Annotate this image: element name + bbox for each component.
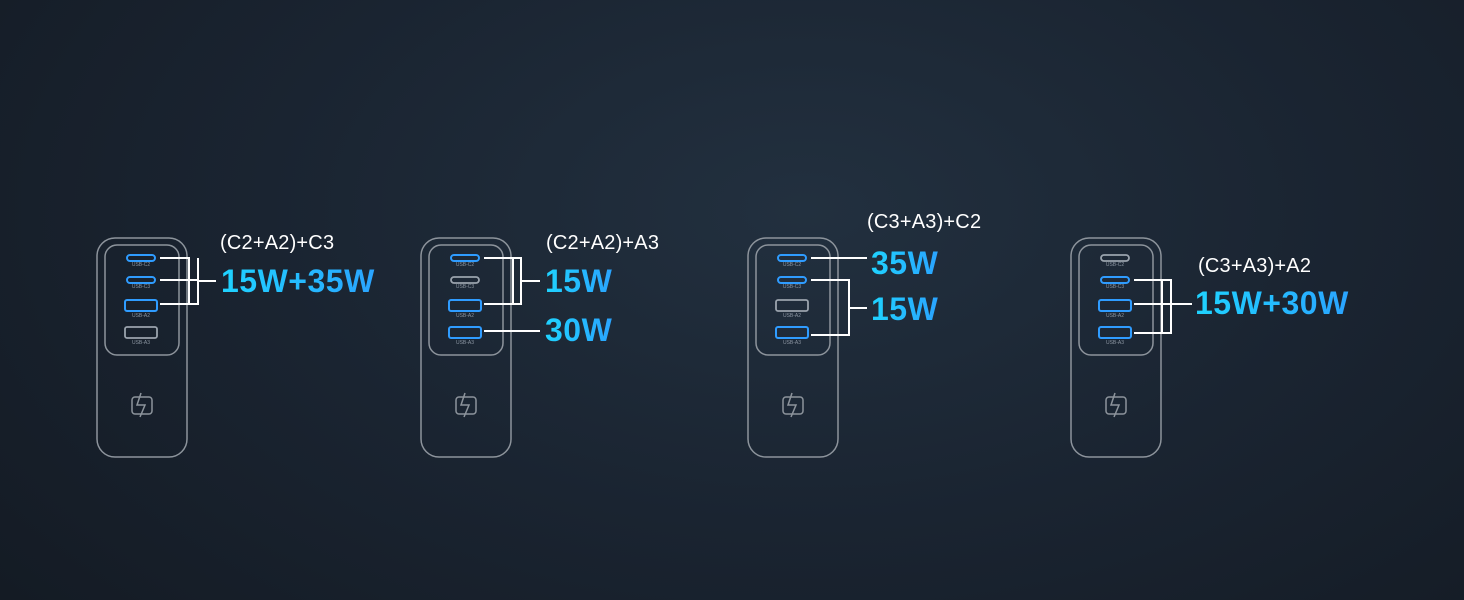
charger-1-diagram <box>96 237 216 458</box>
port-panel <box>428 244 504 356</box>
usb-c2-port <box>126 254 156 262</box>
wattage-label-top: 35W <box>871 245 939 281</box>
wattage-label-bottom: 15W <box>871 291 939 327</box>
usb-a3-port <box>1098 326 1132 339</box>
port-label-a2: USB-A2 <box>1105 313 1125 319</box>
connector-bracket-inner <box>1134 279 1163 334</box>
port-label-a3: USB-A3 <box>1105 340 1125 346</box>
usb-c3-port <box>777 276 807 284</box>
usb-c2-port <box>450 254 480 262</box>
charger-outline <box>420 237 512 458</box>
usb-c3-port <box>126 276 156 284</box>
usb-c2-port <box>1100 254 1130 262</box>
port-label-c2: USB-C2 <box>1105 262 1125 268</box>
usb-a2-port <box>448 299 482 312</box>
port-panel <box>1078 244 1154 356</box>
power-icon <box>455 392 477 418</box>
usb-a2-port <box>124 299 158 312</box>
usb-c2-port <box>777 254 807 262</box>
combo-label: (C2+A2)+C3 <box>220 232 335 254</box>
combo-label: (C3+A3)+C2 <box>867 211 982 233</box>
usb-a2-port <box>775 299 809 312</box>
connector-bracket-outer <box>1134 279 1172 334</box>
power-icon <box>131 392 153 418</box>
port-label-a3: USB-A3 <box>782 340 802 346</box>
wattage-label-top: 15W <box>545 263 613 299</box>
port-label-c3: USB-C3 <box>782 284 802 290</box>
usb-c3-port <box>450 276 480 284</box>
wattage-label: 15W+35W <box>221 263 375 299</box>
wattage-label: 15W+30W <box>1195 285 1349 321</box>
port-label-a2: USB-A2 <box>131 313 151 319</box>
usb-a3-port <box>448 326 482 339</box>
port-label-a2: USB-A2 <box>782 313 802 319</box>
connector-bracket-outer <box>160 258 199 305</box>
port-label-c2: USB-C2 <box>782 262 802 268</box>
port-label-c2: USB-C2 <box>131 262 151 268</box>
usb-a3-port <box>124 326 158 339</box>
combo-label: (C2+A2)+A3 <box>546 232 660 254</box>
usb-a3-port <box>775 326 809 339</box>
port-label-a3: USB-A3 <box>455 340 475 346</box>
port-label-c3: USB-C3 <box>1105 284 1125 290</box>
usb-a2-port <box>1098 299 1132 312</box>
charger-outline <box>96 237 188 458</box>
power-icon <box>1105 392 1127 418</box>
combo-label: (C3+A3)+A2 <box>1198 255 1312 277</box>
port-label-c3: USB-C3 <box>131 284 151 290</box>
port-label-c3: USB-C3 <box>455 284 475 290</box>
usb-c3-port <box>1100 276 1130 284</box>
port-panel <box>104 244 180 356</box>
port-panel <box>755 244 831 356</box>
wattage-label-bottom: 30W <box>545 312 613 348</box>
port-label-a3: USB-A3 <box>131 340 151 346</box>
charger-outline <box>1070 237 1162 458</box>
power-icon <box>782 392 804 418</box>
charger-2-diagram <box>420 237 540 458</box>
charger-outline <box>747 237 839 458</box>
port-label-c2: USB-C2 <box>455 262 475 268</box>
charger-3-diagram <box>747 237 839 458</box>
port-label-a2: USB-A2 <box>455 313 475 319</box>
